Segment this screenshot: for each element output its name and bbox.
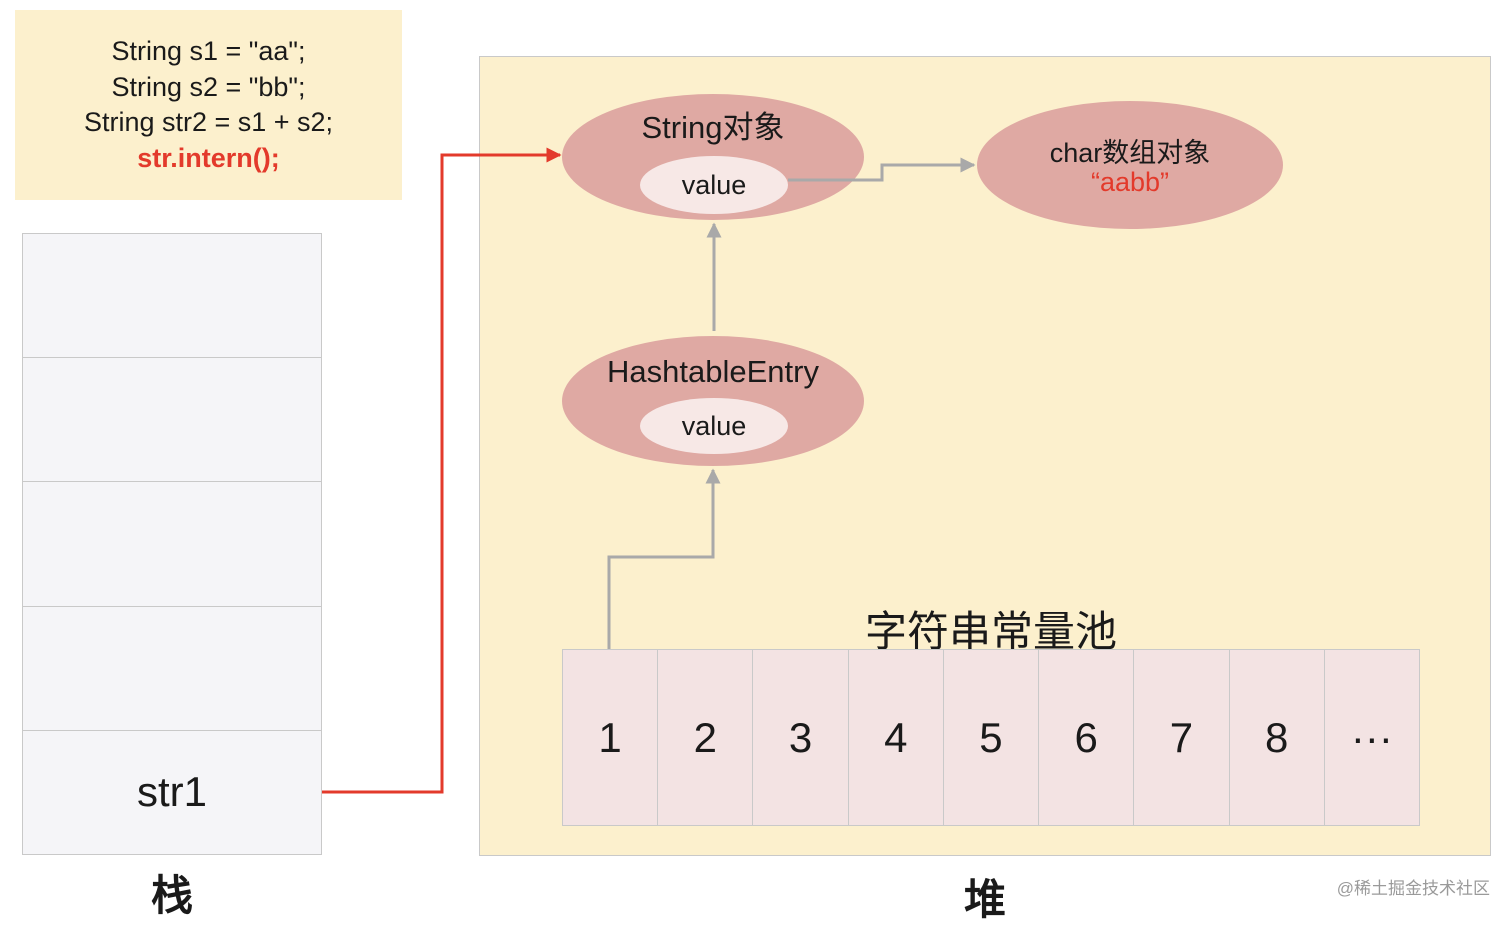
stack-slot-4 bbox=[23, 606, 321, 731]
char-array-node: char数组对象 “aabb” bbox=[977, 101, 1283, 229]
watermark-text: @稀土掘金技术社区 bbox=[1336, 879, 1490, 898]
stack-slot-3 bbox=[23, 482, 321, 607]
pool-slot-1: 1 bbox=[563, 650, 659, 825]
pool-slot-3: 3 bbox=[753, 650, 849, 825]
string-object-value-field: value bbox=[640, 156, 788, 214]
stack-frame: str1 bbox=[22, 233, 322, 855]
char-array-title: char数组对象 bbox=[1049, 138, 1211, 168]
pool-slot-2: 2 bbox=[658, 650, 754, 825]
code-line-1: String s1 = "aa"; bbox=[111, 36, 306, 66]
stack-slot-1 bbox=[23, 234, 321, 359]
stack-slot-str1: str1 bbox=[23, 730, 321, 855]
pool-slot-more: ··· bbox=[1324, 650, 1419, 825]
code-line-intern: str.intern(); bbox=[137, 142, 280, 173]
pool-slot-4: 4 bbox=[848, 650, 944, 825]
string-pool-title: 字符串常量池 bbox=[864, 608, 1117, 655]
pool-slot-6: 6 bbox=[1039, 650, 1135, 825]
char-array-value: “aabb” bbox=[1090, 167, 1170, 197]
stack-label: 栈 bbox=[150, 872, 193, 919]
string-object-node: String对象 value bbox=[562, 94, 864, 220]
str1-reference-arrow bbox=[322, 147, 562, 794]
hashtable-entry-title: HashtableEntry bbox=[607, 354, 819, 389]
pool-slot-8: 8 bbox=[1229, 650, 1325, 825]
stack-slot-2 bbox=[23, 358, 321, 483]
hashtable-entry-node: HashtableEntry value bbox=[562, 336, 864, 466]
heap-label: 堆 bbox=[963, 876, 1006, 923]
code-line-2: String s2 = "bb"; bbox=[111, 71, 306, 102]
hashtable-entry-value-field: value bbox=[640, 398, 788, 454]
code-snippet-box: String s1 = "aa"; String s2 = "bb"; Stri… bbox=[15, 10, 402, 200]
pool-slot-5: 5 bbox=[943, 650, 1040, 825]
string-pool-table: 1 2 3 4 5 6 7 8 ··· bbox=[562, 649, 1420, 826]
pool-to-entry-arrow bbox=[607, 468, 721, 649]
code-line-3: String str2 = s1 + s2; bbox=[83, 107, 334, 137]
pool-slot-7: 7 bbox=[1134, 650, 1230, 825]
string-object-title: String对象 bbox=[641, 110, 785, 145]
value-to-char-array-arrow bbox=[788, 157, 976, 182]
